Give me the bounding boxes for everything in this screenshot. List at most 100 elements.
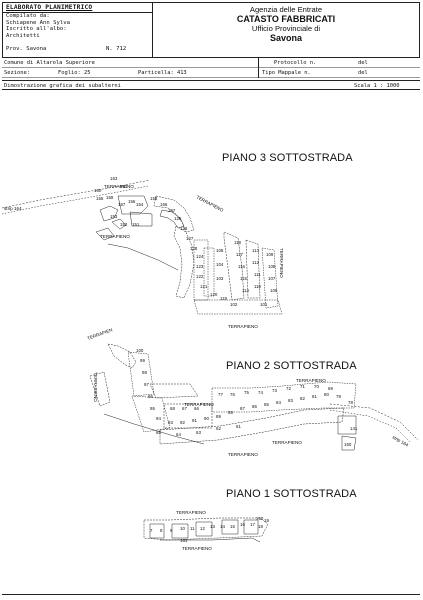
p2-sub-81: 81: [312, 394, 317, 399]
p1-sub-8: 8: [160, 528, 163, 533]
p1-sub-15: 15: [230, 524, 235, 529]
p2-sub-85: 85: [264, 402, 269, 407]
p3-sub-153: 153: [110, 214, 118, 219]
header-compiler-block: ELABORATO PLANIMETRICO Compilato da: Sch…: [3, 3, 153, 57]
p2-sub-72: 72: [286, 386, 291, 391]
p3-sub-108: 108: [268, 264, 276, 269]
floor-title-piano-2: PIANO 2 SOTTOSTRADA: [226, 360, 357, 372]
p2-sub-76: 76: [230, 392, 235, 397]
province-number: N. 712: [106, 46, 127, 52]
p3-strip-label: strip 164: [4, 206, 22, 211]
p3-sub-118: 118: [234, 240, 242, 245]
p2-sub-92: 92: [180, 420, 185, 425]
p1-sub-17: 17: [250, 522, 255, 527]
p2-sub-98: 98: [142, 370, 147, 375]
info-divider: [258, 58, 259, 78]
sezione-label: Sezione:: [4, 70, 30, 76]
p2-sub-94: 94: [156, 416, 161, 421]
p2-sub-71: 71: [300, 384, 305, 389]
p3-sub-127: 127: [186, 236, 194, 241]
p2-sub-96: 96: [148, 394, 153, 399]
p3-sub-128: 128: [190, 246, 198, 251]
p3-sub-107: 107: [268, 276, 276, 281]
p1-sub-18: 18: [258, 524, 263, 529]
p2-terrapieno-bottom-right: TERRAPIENO: [272, 440, 302, 445]
p2-sub-78: 78: [348, 400, 353, 405]
p2-sub-91: 91: [192, 418, 197, 423]
p2-sub-75: 75: [244, 390, 249, 395]
p3-sub-160: 160: [94, 188, 102, 193]
p2-sub-90: 90: [204, 416, 209, 421]
p3-sub-119: 119: [220, 296, 228, 301]
piano-3-labels: TERRAPIENO TERRAPIENO TERRAPIENO TERRAPI…: [4, 176, 284, 329]
bottom-border: [2, 594, 420, 595]
p3-sub-126: 126: [180, 226, 188, 231]
iscritto-label: Iscritto all'albo:: [6, 26, 67, 33]
rappresentazione-text: Dimostrazione grafica dei subalterni: [4, 83, 121, 89]
p2-sub-62: 62: [216, 426, 221, 431]
compilato-name: Schiapene Ann Sylva: [6, 19, 70, 26]
p2-sub-99: 99: [140, 358, 145, 363]
p3-sub-106: 106: [270, 288, 278, 293]
p2-sub-93: 93: [168, 420, 173, 425]
p3-sub-161: 161: [120, 184, 128, 189]
p1-terrapieno-bottom: TERRAPIENO: [182, 546, 212, 551]
document-title: ELABORATO PLANIMETRICO: [3, 3, 152, 13]
piano-3-plan: [1, 179, 283, 315]
p3-sub-115: 115: [240, 276, 248, 281]
p2-sub-150: 150: [344, 442, 352, 447]
p1-sub-10: 10: [180, 526, 185, 531]
p1-sub-9: 9: [170, 528, 173, 533]
p1-sub-14: 14: [220, 524, 225, 529]
piano-2-labels: TERRAPIEN TERRAPIENO TERRAPIENO TERRAPIE…: [87, 327, 410, 457]
p3-sub-154: 154: [136, 202, 144, 207]
p3-sub-112: 112: [252, 260, 260, 265]
p3-sub-163: 163: [110, 176, 118, 181]
p3-sub-159: 159: [106, 195, 114, 200]
p2-terrapieno-bottom: TERRAPIENO: [228, 452, 258, 457]
p3-sub-123: 123: [196, 264, 204, 269]
p3-sub-125: 125: [174, 216, 182, 221]
p2-sub-66: 66: [194, 406, 199, 411]
p2-terrapieno-topleft: TERRAPIEN: [87, 327, 113, 341]
province-label: Prov. Savona: [6, 46, 47, 52]
p2-sub-68: 68: [170, 406, 175, 411]
province-line: Prov. Savona N. 712: [3, 46, 151, 53]
p3-sub-105: 105: [216, 248, 224, 253]
p3-sub-111: 111: [254, 272, 261, 277]
p2-sub-89: 89: [216, 414, 221, 419]
protocollo-del: del: [358, 60, 368, 66]
p2-sub-64: 64: [176, 432, 181, 437]
p3-sub-167: 167: [168, 208, 176, 213]
p2-sub-70: 70: [314, 384, 319, 389]
p3-terrapieno-top: TERRAPIENO: [104, 184, 134, 189]
floor-title-piano-1: PIANO 1 SOTTOSTRADA: [226, 488, 357, 500]
p2-sub-82: 82: [300, 396, 305, 401]
p3-sub-157: 157: [118, 202, 126, 207]
tipo-mappale-label: Tipo Mappale n.: [262, 70, 311, 76]
p2-sub-83: 83: [288, 398, 293, 403]
p1-sub-16: 16: [240, 522, 245, 527]
p2-sub-86: 86: [252, 404, 257, 409]
info-row-rappresentazione: Dimostrazione grafica dei subalterni Sca…: [2, 80, 420, 90]
office-city: Savona: [269, 33, 302, 43]
p1-terrapieno-top: TERRAPIENO: [176, 510, 206, 515]
p1-sub-11: 11: [190, 526, 195, 531]
header-box: ELABORATO PLANIMETRICO Compilato da: Sch…: [2, 2, 420, 58]
comune-text: Comune di Altarola Superiore: [4, 60, 95, 66]
p2-terrapieno-left: TERRAPIENO: [93, 372, 98, 402]
p3-sub-117: 117: [236, 252, 244, 257]
floor-title-piano-3: PIANO 3 SOTTOSTRADA: [222, 152, 353, 164]
p3-sub-109: 109: [266, 252, 274, 257]
p2-sub-74: 74: [258, 390, 263, 395]
p2-sub-84: 84: [276, 400, 281, 405]
p3-sub-110: 110: [254, 284, 262, 289]
p3-sub-102: 102: [230, 302, 238, 307]
p2-sub-77: 77: [218, 392, 223, 397]
p2-sub-61: 61: [236, 424, 241, 429]
